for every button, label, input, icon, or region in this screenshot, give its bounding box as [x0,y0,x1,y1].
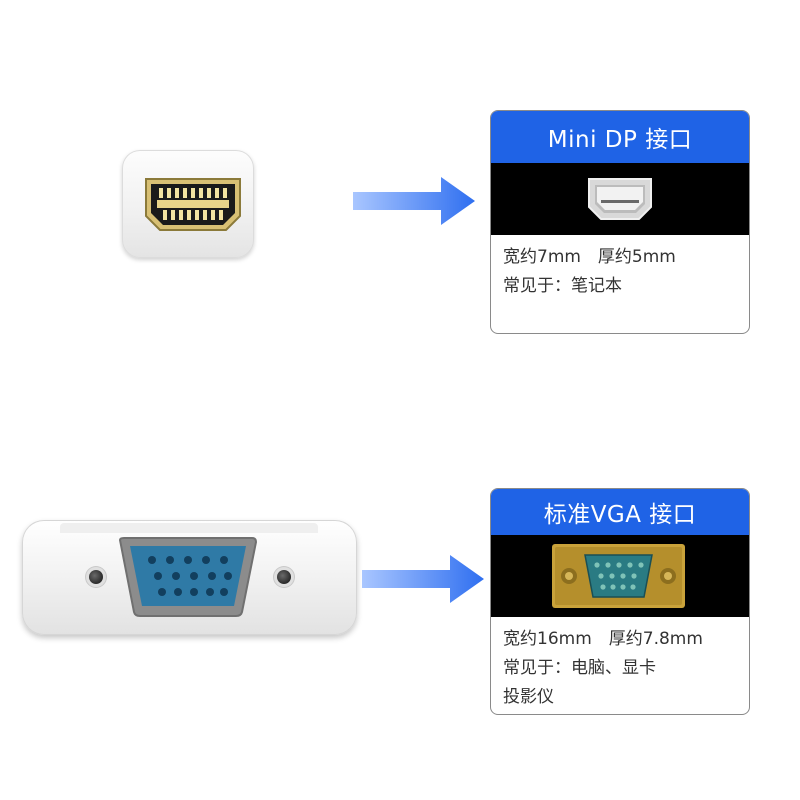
vga-port-photo-icon [552,544,685,608]
mini-dp-card-text: 宽约7mm 厚约5mm 常见于：笔记本 [491,235,749,309]
mini-dp-port-photo [491,163,749,235]
arrow-right-icon [362,555,484,603]
screw-icon [89,570,103,584]
mini-dp-size: 宽约7mm 厚约5mm [503,247,676,267]
mini-dp-port-icon [145,178,241,231]
mini-dp-card-title: Mini DP 接口 [491,111,749,163]
vga-size: 宽约16mm 厚约7.8mm [503,629,703,649]
screw-icon [277,570,291,584]
vga-port-photo [491,535,749,617]
mini-dp-info-card: Mini DP 接口 宽约7mm 厚约5mm 常见于：笔记本 [490,110,750,334]
mini-dp-usage: 常见于：笔记本 [503,276,622,296]
mini-dp-port-photo-icon [588,178,652,220]
vga-port-icon [118,537,258,617]
vga-usage-continued: 投影仪 [503,687,554,707]
vga-card-title: 标准VGA 接口 [491,489,749,535]
arrow-right-icon [353,177,475,225]
vga-usage: 常见于：电脑、显卡 [503,658,656,678]
vga-info-card: 标准VGA 接口 宽约16mm 厚约7.8mm 常见于：电脑、显卡 投影仪 [490,488,750,715]
vga-card-text: 宽约16mm 厚约7.8mm 常见于：电脑、显卡 投影仪 [491,617,749,714]
